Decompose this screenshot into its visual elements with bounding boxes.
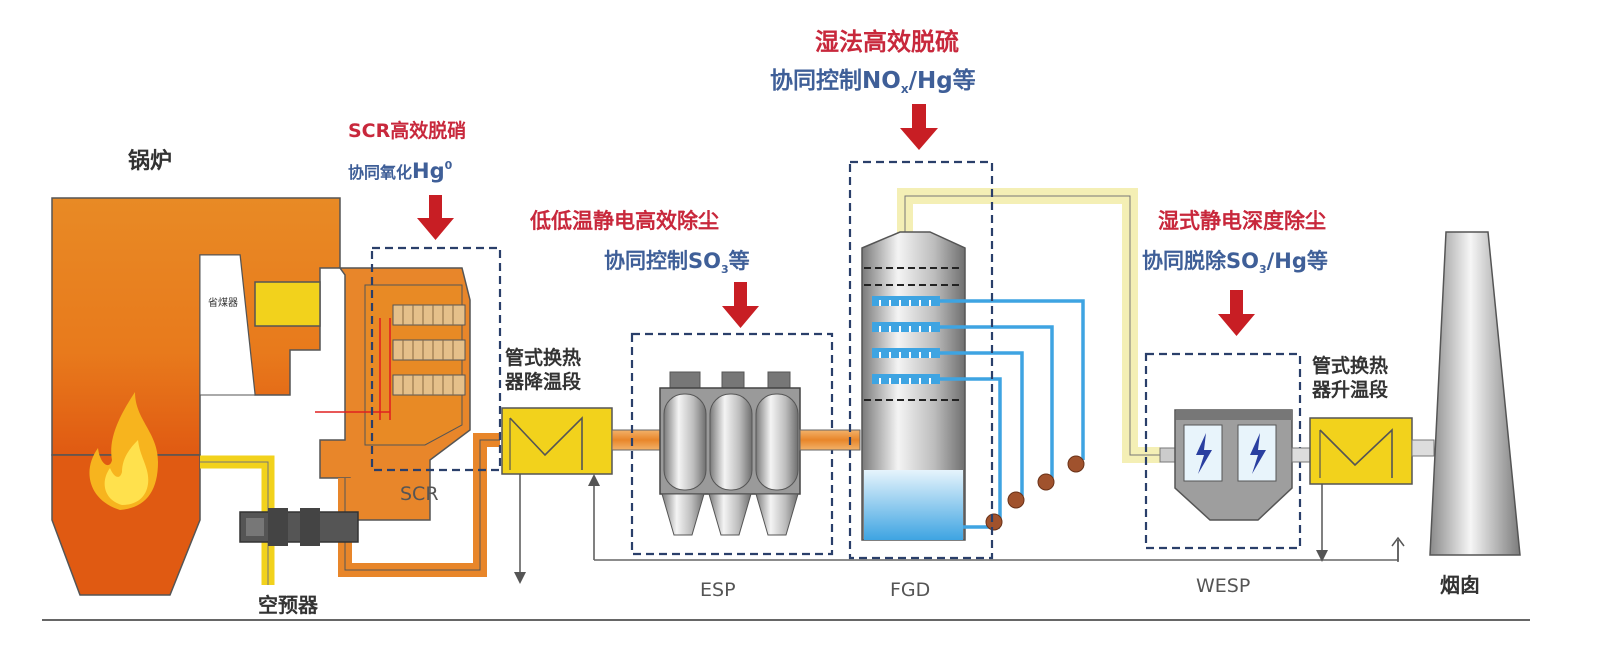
- boiler: [51, 197, 341, 596]
- hx-cooling-label-2: 器降温段: [504, 370, 582, 393]
- economizer-block: [254, 281, 321, 327]
- chimney: [1429, 231, 1521, 556]
- fgd-dashed-boundary: [848, 160, 994, 560]
- esp-label: ESP: [700, 579, 736, 601]
- esp-dashed-boundary: [630, 332, 834, 556]
- hx-heating: [1309, 417, 1413, 485]
- lightning-icon: [1250, 433, 1266, 474]
- scr-annotation-title: SCR高效脱硝: [348, 119, 466, 142]
- fgd-label: FGD: [890, 579, 930, 601]
- lightning-icon: [1196, 433, 1212, 474]
- fgd-annotation-subtitle: 协同控制NOx/Hg等: [770, 67, 976, 96]
- hx-cooling-label-1: 管式换热: [505, 346, 581, 369]
- fgd-down-arrow: [900, 104, 938, 150]
- wesp-unit: [1159, 409, 1293, 521]
- scr-label: SCR: [400, 483, 439, 505]
- air-preheater-label: 空预器: [258, 593, 319, 617]
- chimney-label: 烟囱: [1440, 573, 1480, 597]
- esp-down-arrow: [722, 282, 759, 328]
- economizer-label: 省煤器: [208, 296, 238, 309]
- esp-annotation-title: 低低温静电高效除尘: [529, 209, 719, 233]
- scr-reactor: [315, 267, 500, 577]
- flame-icon: [89, 392, 158, 510]
- boiler-label: 锅炉: [128, 148, 172, 174]
- wesp-annotation-title: 湿式静电深度除尘: [1158, 209, 1326, 233]
- esp-unit: [659, 371, 801, 536]
- fgd-absorber: [861, 231, 1085, 541]
- hx-heating-label-1: 管式换热: [1312, 354, 1388, 377]
- wesp-annotation-subtitle: 协同脱除SO3/Hg等: [1142, 249, 1328, 276]
- esp-annotation-subtitle: 协同控制SO3等: [604, 249, 750, 276]
- hx-cooling: [501, 407, 613, 475]
- hx-heating-label-2: 器升温段: [1311, 378, 1389, 401]
- scr-down-arrow: [417, 195, 454, 240]
- scr-dashed-boundary: [370, 246, 502, 472]
- scr-annotation-subtitle: 协同氧化Hg0: [348, 159, 453, 183]
- wesp-down-arrow: [1218, 290, 1255, 336]
- water-loop-line: [594, 540, 1399, 561]
- air-preheater: [239, 508, 359, 546]
- wesp-label: WESP: [1196, 575, 1250, 597]
- fgd-annotation-title: 湿法高效脱硫: [815, 28, 959, 56]
